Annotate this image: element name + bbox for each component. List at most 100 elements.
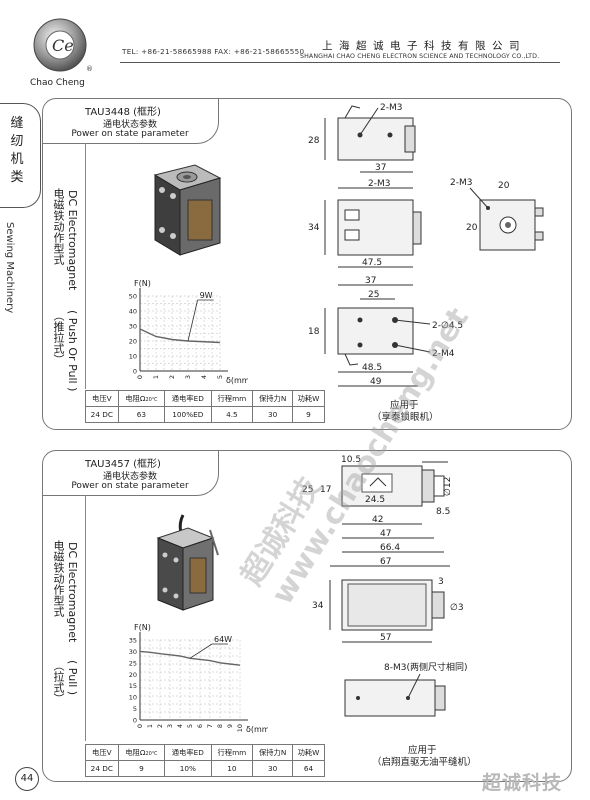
y-tick-label: 0 <box>133 368 137 376</box>
dim-label: 67 <box>380 557 391 567</box>
company-name-cn: 上海超诚电子科技有限公司 <box>322 40 526 52</box>
dim-label: 3 <box>438 577 444 587</box>
category-label-en: Sewing Machinery <box>4 222 15 314</box>
table-header-cell: 功耗W <box>292 744 325 761</box>
dim-label: 10.5 <box>341 455 361 465</box>
x-tick-label: 0 <box>136 724 144 728</box>
x-axis-label: δ(mm) <box>226 376 248 385</box>
x-axis-label: δ(mm) <box>246 725 268 734</box>
table-cell: 30 <box>252 406 293 423</box>
table-header-cell: 电压V <box>85 744 119 761</box>
brand-name: Chao Cheng <box>30 78 85 88</box>
panel-1-model: TAU3448 (框形) <box>85 107 161 118</box>
dim-label: 25 <box>302 485 313 495</box>
annotation-leader <box>187 299 198 342</box>
technical-drawings-1: 28 37 2-M3 2-M3 34 47.5 2-M3 20 20 37 <box>300 100 560 399</box>
y-tick-label: 5 <box>133 705 137 713</box>
y-axis-label: F(N) <box>134 279 151 288</box>
panel-1-application: （享泰锁眼机） <box>372 412 439 423</box>
dim-label: 34 <box>312 601 324 611</box>
y-tick-label: 20 <box>129 338 137 346</box>
panel-2-application-label: 应用于 <box>408 745 437 756</box>
panel-2-subtitle-en: Power on state parameter <box>71 481 189 491</box>
dim-label: 49 <box>370 377 382 387</box>
table-header-row: 电压V 电阻Ω20℃ 通电率ED 行程mm 保持力N 功耗W <box>85 390 325 407</box>
table-header-cell: 行程mm <box>210 390 254 407</box>
table-header-cell: 功耗W <box>292 390 325 407</box>
table-cell: 63 <box>117 406 166 423</box>
table-header-row: 电压V 电阻Ω20℃ 通电率ED 行程mm 保持力N 功耗W <box>85 744 325 761</box>
panel-2-type-en: DC Electromagnet <box>66 542 79 643</box>
x-tick-label: 5 <box>216 375 224 379</box>
x-tick-label: 3 <box>184 375 192 379</box>
x-tick-label: 2 <box>168 375 176 379</box>
table-header-cell: 行程mm <box>210 744 254 761</box>
panel-2-type-cn: 电磁铁动作型式 <box>52 540 65 617</box>
x-tick-label: 2 <box>156 724 164 728</box>
panel-2-mode-en: ( Pull ) <box>66 660 79 696</box>
y-tick-label: 15 <box>129 682 137 690</box>
panel-1-left-divider <box>85 143 86 389</box>
panel-1-mode-en: ( Push Or Pull ) <box>66 310 79 392</box>
product-photo-tau3457 <box>148 510 228 619</box>
table-header-cell: 通电率ED <box>164 390 212 407</box>
dim-label: 28 <box>308 136 320 146</box>
table-header-cell: 保持力N <box>252 744 293 761</box>
x-tick-label: 5 <box>186 724 194 728</box>
panel-2-mode-cn: （拉式） <box>52 660 65 704</box>
panel-1-type-en: DC Electromagnet <box>66 190 79 291</box>
table-header-cell: 保持力N <box>252 390 293 407</box>
series-line <box>139 328 221 344</box>
panel-2-model: TAU3457 (框形) <box>85 459 161 470</box>
dim-label: 2-M4 <box>432 349 455 359</box>
dim-label: 18 <box>308 327 320 337</box>
panel-2-application: （启翔直驱无油平缝机） <box>372 757 477 768</box>
panel-1-subtitle-cn: 通电状态参数 <box>102 120 157 130</box>
dim-label: 66.4 <box>380 543 400 553</box>
x-tick-label: 1 <box>146 724 154 728</box>
category-label-cn: 缝纫机类 <box>10 116 24 185</box>
product-panel-2 <box>42 450 572 782</box>
dim-label: 24.5 <box>365 495 385 505</box>
dim-label: ∅12 <box>443 477 453 496</box>
annotation-leader <box>189 643 213 659</box>
dim-label: 47 <box>380 529 391 539</box>
x-tick-label: 4 <box>176 724 184 728</box>
x-tick-label: 7 <box>206 724 214 728</box>
page-number: 44 <box>15 767 39 791</box>
y-axis-label: F(N) <box>134 623 151 632</box>
y-tick-label: 20 <box>129 671 137 679</box>
svg-text:®: ® <box>86 65 93 73</box>
table-cell: 4.5 <box>210 406 254 423</box>
logo: Ce ® <box>28 15 98 77</box>
y-tick-label: 40 <box>129 308 137 316</box>
company-name-en: SHANGHAI CHAO CHENG ELECTRON SCIENCE AND… <box>300 53 540 60</box>
x-tick-label: 10 <box>236 724 244 732</box>
dim-label: ∅3 <box>450 603 464 613</box>
y-tick-label: 0 <box>133 717 137 725</box>
x-tick-label: 4 <box>200 375 208 379</box>
y-tick-label: 30 <box>129 648 137 656</box>
x-tick-label: 0 <box>136 375 144 379</box>
y-tick-label: 35 <box>129 637 137 645</box>
table-header-cell: 电阻Ω20℃ <box>117 390 166 407</box>
y-tick-label: 10 <box>129 694 137 702</box>
product-panel-1 <box>42 98 572 430</box>
x-tick-label: 6 <box>196 724 204 728</box>
dim-label: 2-∅4.5 <box>432 321 463 331</box>
technical-drawings-2: 10.5 25 17 24.5 ∅12 8.5 42 47 66.4 67 34… <box>300 452 560 741</box>
dim-label: 2-M3 <box>368 179 390 189</box>
table-cell: 10% <box>164 760 212 777</box>
table-cell: 30 <box>252 760 293 777</box>
table-row: 24 DC 9 10% 10 30 64 <box>85 760 325 777</box>
y-tick-label: 10 <box>129 353 137 361</box>
x-tick-label: 1 <box>152 375 160 379</box>
x-tick-label: 3 <box>166 724 174 728</box>
footer-brand: 超诚科技 <box>482 772 563 794</box>
dim-label: 37 <box>375 163 386 173</box>
spec-table-2: 电压V 电阻Ω20℃ 通电率ED 行程mm 保持力N 功耗W 24 DC 9 1… <box>85 744 325 777</box>
dim-label: 37 <box>365 276 376 286</box>
panel-2-title-box <box>43 451 219 496</box>
